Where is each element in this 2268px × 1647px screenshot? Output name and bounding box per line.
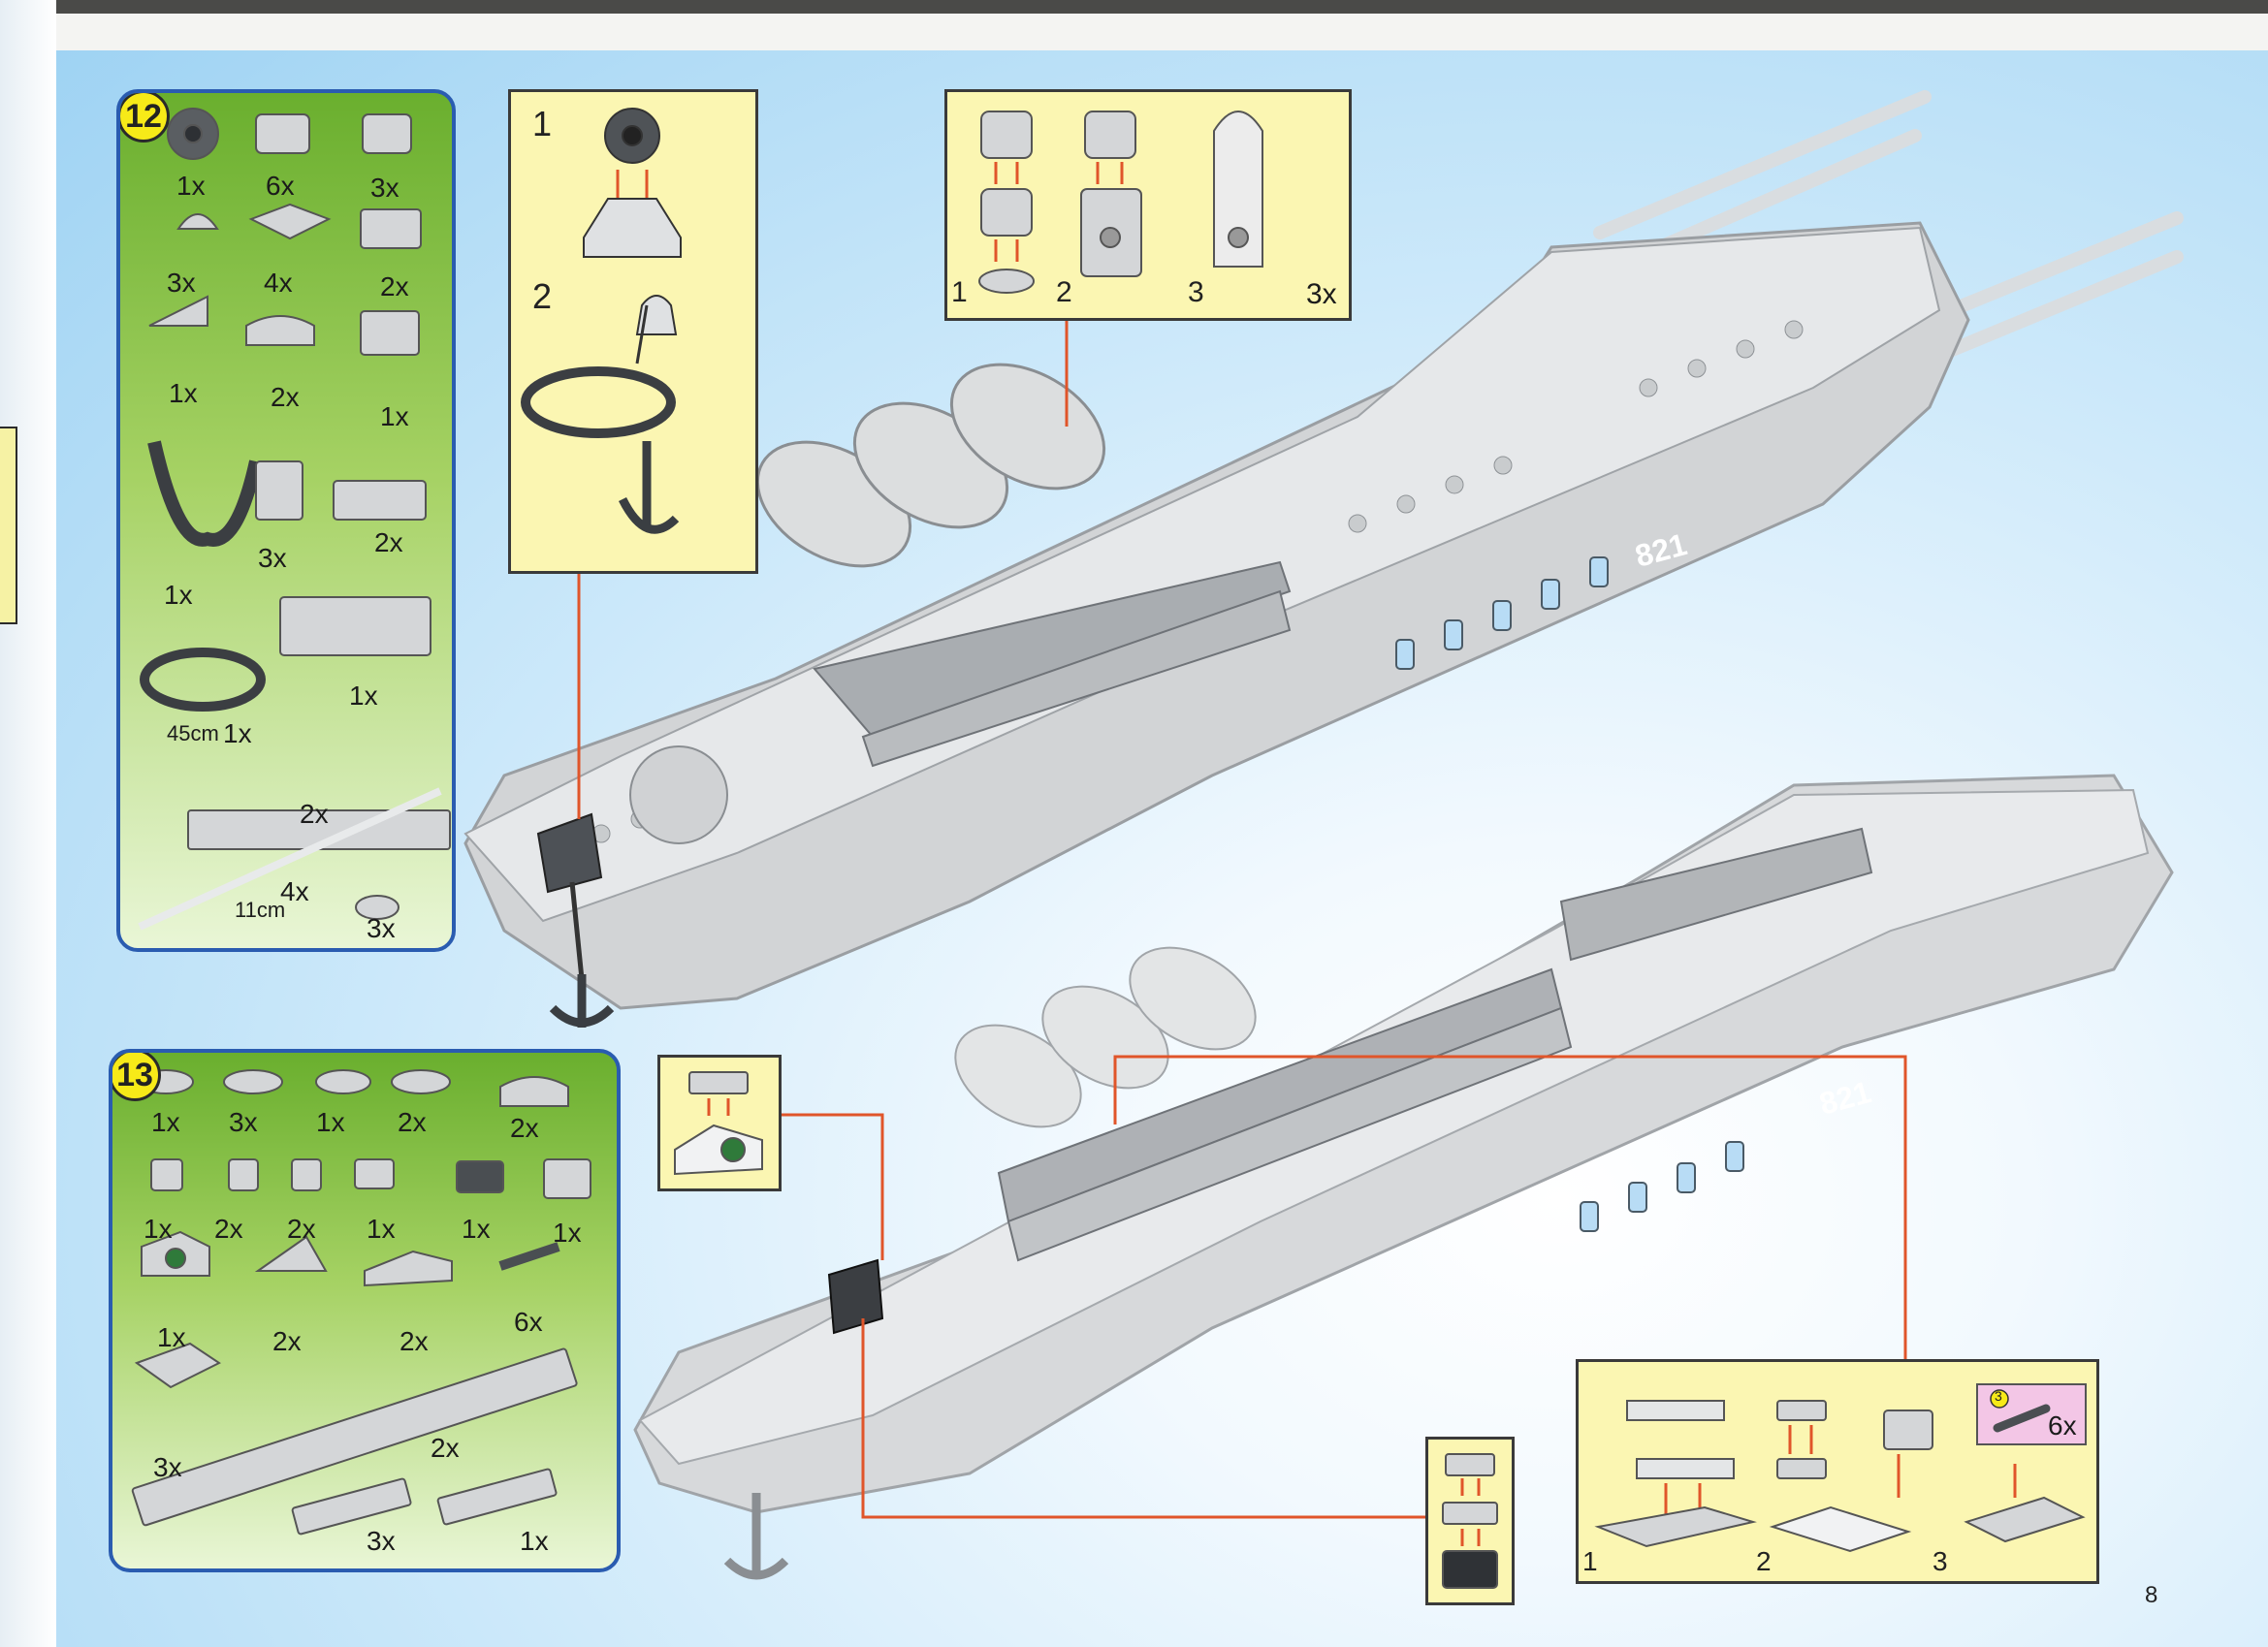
part-qty: 1x [462, 1214, 491, 1244]
clip-subassembly-art [1442, 1453, 1498, 1589]
step-12-parts-panel: 12 1x 6x 3x 3x 4x 2x 1x 2x 1x 3x 2x 1x 1… [116, 89, 456, 952]
substep-number: 2 [1756, 1546, 1772, 1576]
part-qty: 3x [370, 173, 399, 203]
part-qty: 1x [151, 1107, 180, 1137]
facing-page-margin [0, 0, 56, 1647]
part-qty: 4x [264, 268, 293, 298]
part-qty: 1x [349, 681, 378, 711]
bar-length-label: 11cm [235, 898, 286, 922]
substep-number: 3 [1188, 276, 1204, 308]
part-qty: 2x [431, 1433, 460, 1463]
rail-bar-marker: 3 [1995, 1388, 2002, 1404]
part-qty: 6x [514, 1307, 543, 1337]
part-qty: 2x [374, 527, 403, 557]
substep-number: 1 [532, 104, 553, 143]
part-qty: 2x [287, 1214, 316, 1244]
bar-qty: 4x [280, 876, 309, 906]
part-qty: 3x [258, 543, 287, 573]
tank-assembly-qty: 3x [1306, 278, 1337, 310]
part-qty: 1x [367, 1214, 396, 1244]
step-13-parts-panel: 13 1x 3x 1x 2x 2x 1x 2x 2x 1x 1x 1x 1x 2… [109, 1049, 621, 1572]
part-qty: 2x [271, 382, 300, 412]
step-12-parts-art [138, 108, 451, 931]
part-qty: 1x [520, 1526, 549, 1556]
ring-length-label: 45cm [167, 721, 219, 745]
hull-number-lower: 821 [1815, 1074, 1874, 1122]
rail-bar-qty: 6x [2048, 1410, 2077, 1441]
substep-number: 2 [532, 276, 553, 316]
facing-page-panel-edge [0, 427, 17, 624]
tank-subassembly: 1 2 3 3x [944, 89, 1352, 321]
part-qty: 2x [214, 1214, 243, 1244]
part-qty: 1x [316, 1107, 345, 1137]
page-number: 8 [2145, 1582, 2158, 1608]
rail-subassembly: 3 6x 1 2 3 [1576, 1359, 2099, 1584]
tank-subassembly-art [978, 111, 1263, 294]
part-qty: 6x [266, 171, 295, 201]
scanner-edge [0, 0, 2268, 14]
substep-number: 1 [951, 276, 968, 308]
part-qty: 1x [164, 580, 193, 610]
part-qty: 1x [144, 1214, 173, 1244]
rail-subassembly-art [1594, 1400, 2086, 1553]
rail-bar-art [1990, 1389, 2051, 1433]
part-qty: 1x [553, 1218, 582, 1248]
control-box-art [674, 1071, 763, 1176]
part-qty: 3x [229, 1107, 258, 1137]
part-qty: 2x [398, 1107, 427, 1137]
part-qty: 1x [176, 171, 206, 201]
step-13-parts-art [131, 1069, 591, 1536]
part-qty: 1x [380, 401, 409, 431]
part-qty: 1x [169, 378, 198, 408]
part-qty: 2x [510, 1113, 539, 1143]
rail-bar-callout: 3 6x [1976, 1383, 2087, 1445]
substep-number: 1 [1582, 1546, 1598, 1576]
part-qty: 1x [157, 1322, 186, 1352]
anchor-winch-subassembly: 1 2 [508, 89, 758, 574]
step-13-badge: 13 [112, 1053, 161, 1101]
substep-number: 2 [1056, 276, 1072, 308]
ring-qty: 1x [223, 718, 252, 748]
step-12-badge: 12 [120, 93, 170, 143]
round-plate-qty: 3x [367, 913, 396, 943]
part-qty: 3x [153, 1452, 182, 1482]
part-qty: 3x [167, 268, 196, 298]
control-box-subassembly [657, 1055, 782, 1191]
part-qty: 2x [399, 1326, 429, 1356]
part-qty: 3x [367, 1526, 396, 1556]
anchor-winch-art [521, 108, 682, 534]
substep-number: 3 [1933, 1546, 1948, 1576]
part-qty: 2x [272, 1326, 302, 1356]
beam-qty: 2x [300, 799, 329, 829]
clip-subassembly [1425, 1437, 1515, 1605]
part-qty: 2x [380, 271, 409, 301]
